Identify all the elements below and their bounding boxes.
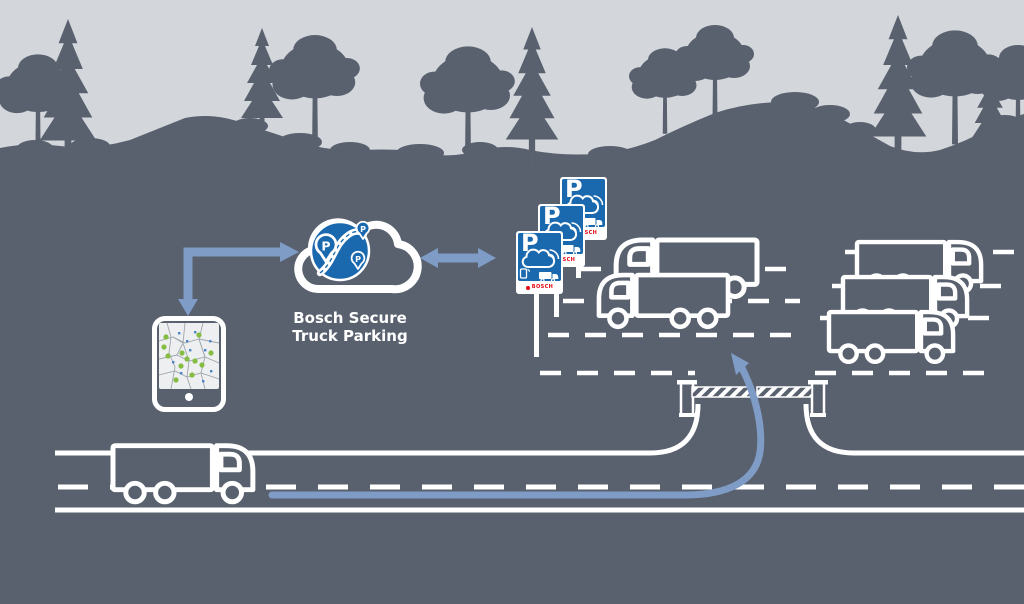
map-city-markers [172,331,213,383]
map-screen [159,323,219,389]
map-pin-p-icon: P [355,220,371,240]
parking-sign: P BOSCH [516,229,563,294]
truck-icon [539,272,559,281]
arrow-right-icon [280,242,299,262]
truck-icon [583,218,603,227]
home-button-icon [185,393,193,401]
sign-letter: P [565,175,583,203]
page-title: Bosch Secure Truck Parking [250,309,450,346]
signal-icon [571,222,582,233]
smartphone-map [152,316,226,412]
truck-icon [561,245,581,254]
barrier-arm-left [691,386,753,398]
arrow-down-icon [178,299,198,316]
signal-icon [549,249,560,260]
svg-text:P: P [321,238,330,253]
arrow-left-icon [420,248,438,268]
truck-icon [599,275,728,327]
barrier-arm-right [756,386,813,398]
svg-text:P: P [355,255,361,264]
svg-text:P: P [360,225,366,234]
map-pin-p-icon: P [314,233,338,263]
bosch-logo: BOSCH [518,283,561,292]
signal-icon [593,195,604,206]
route-arrow [268,353,765,499]
sign-letter: P [521,229,539,257]
arrow-right-icon [478,248,496,268]
sign-artwork [519,248,560,281]
cloud-parking-icon: P P P [294,218,422,294]
route-arrowhead-icon [731,353,749,375]
phone-cloud-arrow [178,242,299,316]
parked-trucks-middle [599,240,757,327]
bosch-anchor-icon [525,285,530,290]
parked-trucks-right [829,242,981,362]
phone-icon [519,268,528,279]
cloud-signs-arrow [420,248,496,268]
driving-truck [113,446,253,502]
sign-letter: P [543,202,561,230]
title-line-2: Truck Parking [292,327,408,346]
forest-silhouette [0,14,1024,185]
map-pin-p-icon: P [350,250,366,270]
truck-icon [113,446,253,502]
truck-icon [829,312,953,362]
cloud-icon [521,248,556,269]
title-line-1: Bosch Secure [293,309,407,327]
map-parking-markers [161,332,214,383]
